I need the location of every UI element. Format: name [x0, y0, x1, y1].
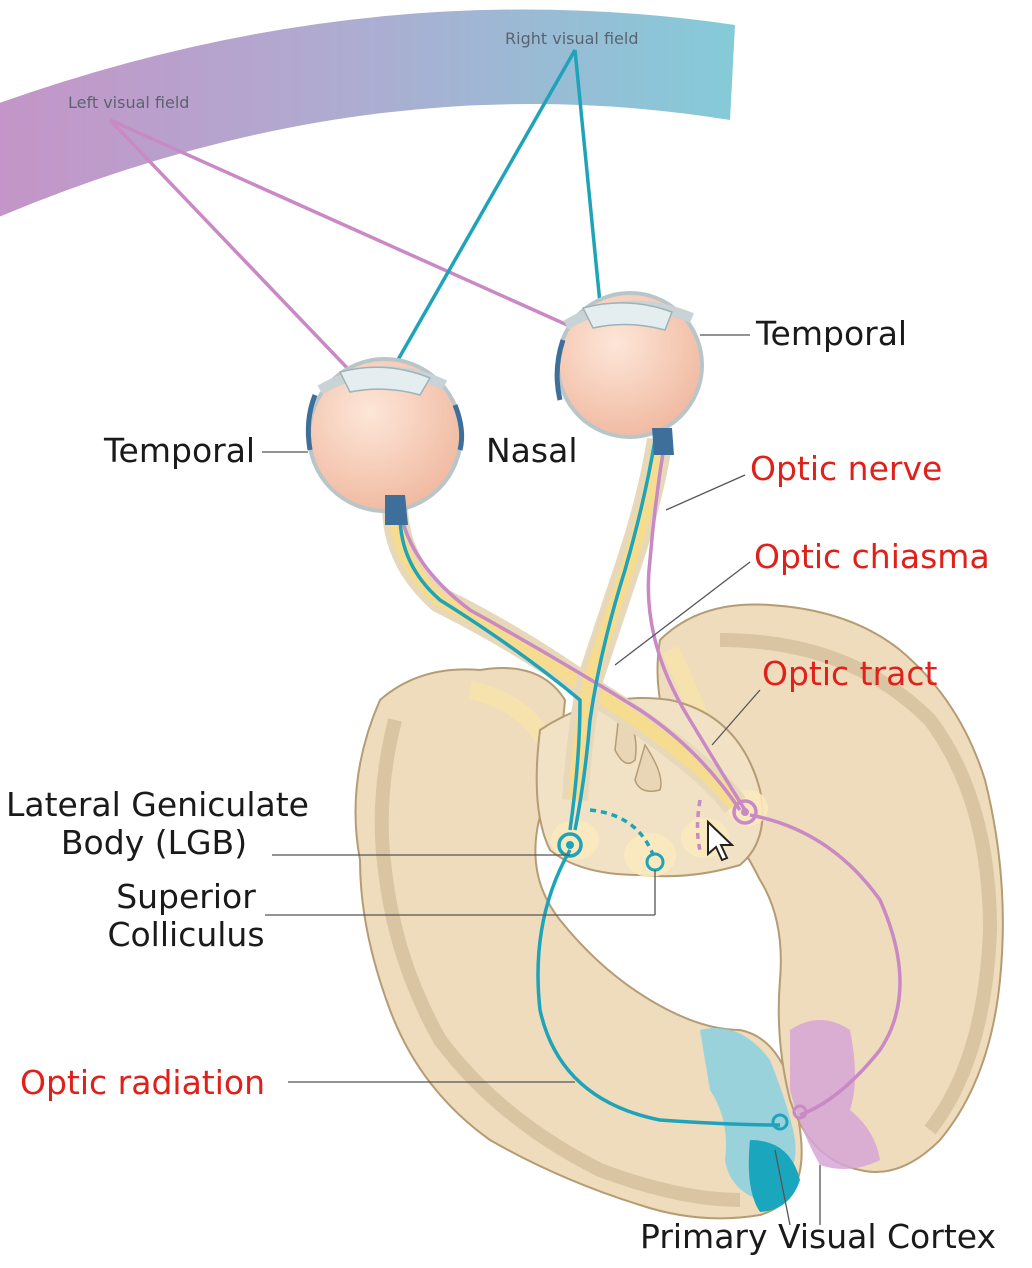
temporal-right-label: Temporal: [756, 314, 908, 353]
optic-nerve-label: Optic nerve: [750, 449, 943, 488]
leader-lines: [262, 334, 821, 1226]
optic-tract-label: Optic tract: [762, 654, 938, 693]
sc-label-line2: Colliculus: [107, 914, 265, 954]
optic-radiation-label: Optic radiation: [20, 1063, 266, 1102]
brain-hemisphere-right: [656, 603, 1004, 1173]
right-visual-field-label: Right visual field: [505, 29, 639, 48]
nasal-label: Nasal: [486, 431, 578, 470]
lgb-label-line2: Body (LGB): [60, 822, 248, 862]
mouse-cursor-icon: [707, 819, 735, 862]
right-eye: [554, 291, 704, 455]
optic-chiasma-label: Optic chiasma: [754, 537, 990, 576]
primary-visual-cortex-label: Primary Visual Cortex: [640, 1217, 997, 1256]
lgb-label: Lateral Geniculate Body (LGB): [6, 785, 309, 862]
left-visual-field-label: Left visual field: [68, 93, 190, 112]
lgb-label-line1: Lateral Geniculate: [6, 785, 309, 824]
sc-label-line1: Superior: [116, 877, 256, 916]
superior-colliculus-label: Superior Colliculus: [98, 878, 274, 954]
left-eye: [305, 357, 465, 525]
visual-field-band: [0, 9, 735, 217]
temporal-left-label: Temporal: [104, 431, 256, 470]
